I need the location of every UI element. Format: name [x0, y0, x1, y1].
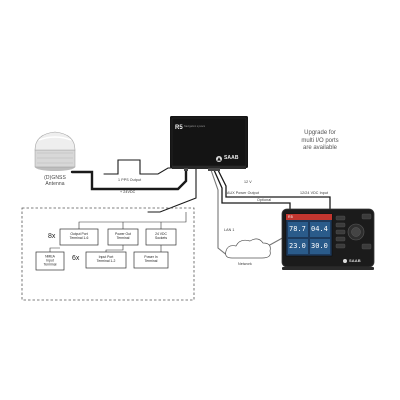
r5-unit	[170, 116, 248, 171]
top-connector-label: 12 V	[244, 180, 252, 184]
io-24vdc-label: 24 VDC Sockets	[154, 232, 168, 240]
gnss-antenna	[34, 131, 76, 171]
cdu-display	[281, 208, 375, 270]
saab-logo-icon	[216, 156, 222, 162]
io-power-in-label: Power In Terminal	[144, 255, 158, 263]
unit-connectors	[184, 168, 220, 171]
io-module-frame	[21, 207, 195, 301]
dc-line-label: + 24VDC	[120, 190, 136, 194]
io-count-top: 8x	[48, 233, 56, 240]
cdu-value-1: 78.7	[289, 225, 306, 233]
optional-label: Optional	[257, 198, 272, 202]
io-nmea-label: NMEA Input Terminal	[43, 254, 57, 266]
unit-brand: SAAB	[224, 155, 239, 161]
cdu-buttons	[335, 213, 372, 250]
io-count-bottom: 6x	[72, 255, 80, 262]
upgrade-note: Upgrade for multi I/O ports are availabl…	[301, 130, 339, 151]
power-input-cable	[217, 169, 331, 210]
io-input-port-label: Input Port Terminal 1-2	[96, 255, 116, 263]
io-power-out-label: Power Out Terminal	[114, 232, 132, 240]
cdu-screen-title: R5	[288, 215, 293, 219]
unit-tagline: Navigation system	[184, 125, 206, 128]
cdu-value-3: 23.0	[289, 242, 306, 250]
aux-power-cable	[213, 169, 291, 217]
pps-output-label: 1 PPS Output	[118, 178, 142, 182]
antenna-label-1: (D)GNSS	[44, 175, 66, 181]
lan-cable	[210, 169, 229, 257]
io-box-power-in	[133, 251, 169, 269]
cdu-brand: SAAB	[349, 258, 361, 263]
cdu-rotary-knob-icon	[347, 223, 365, 241]
cdu-saab-logo-icon	[343, 259, 347, 263]
pps-signal-line	[103, 159, 175, 175]
io-output-port-label: Output Port Terminal 1-6	[69, 232, 89, 240]
network-label: Network	[238, 262, 252, 266]
antenna-label-2: Antenna	[45, 181, 65, 187]
cdu-value-4: 30.0	[311, 242, 328, 250]
lan-label: LAN 1	[224, 228, 235, 232]
network-cloud-icon	[225, 238, 271, 259]
antenna-cable	[70, 166, 188, 191]
unit-model: R5	[175, 125, 183, 131]
io-internal-wiring	[49, 212, 187, 252]
power-input-label: 12/24 VDC Input	[300, 191, 329, 195]
aux-power-label: AUX Power Output	[227, 191, 259, 195]
cdu-value-2: 04.4	[311, 225, 328, 233]
